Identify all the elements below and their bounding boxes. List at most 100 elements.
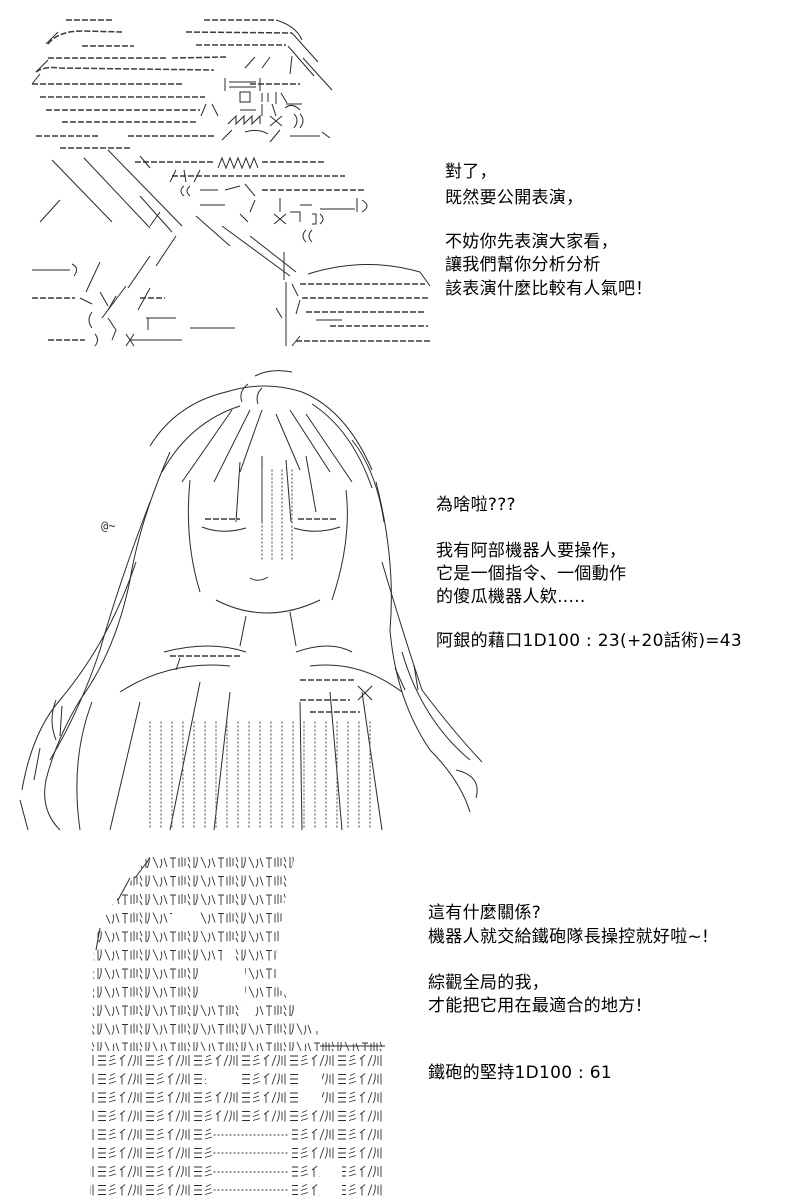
figure-1-line-work-stroke (299, 113, 304, 129)
figure-2-line-work-stroke (51, 699, 57, 741)
figure-1-line-work-stroke (244, 129, 269, 135)
figure-1-line-work-stroke (295, 299, 301, 315)
figure-2-line-work-stroke (49, 501, 151, 761)
dialogue-line: 它是一個指令、一個動作 (436, 564, 627, 584)
figure-3-line-work-stroke (134, 857, 151, 879)
figure-1-hair-bands-stroke (35, 66, 215, 73)
figure-2-line-work-stroke (163, 645, 247, 653)
figure-2-line-work-stroke (21, 561, 137, 791)
figure-2-line-work-stroke (239, 409, 263, 473)
figure-1-line-work-stroke (239, 213, 249, 223)
dice-roll-line: 鐵砲的堅持1D100 : 61 (428, 1063, 613, 1083)
figure-1-line-work-stroke (107, 317, 117, 341)
figure-1-line-work-stroke (169, 169, 177, 183)
dialogue-line: 該表演什麼比較有人氣吧！ (445, 279, 653, 299)
figure-2-line-work-stroke (289, 611, 297, 647)
figure-3-body-gap-center (212, 1126, 292, 1200)
figure-2-line-work-stroke (455, 769, 478, 799)
figure-1-line-work-stroke (244, 56, 256, 69)
figure-2-line-work-stroke (289, 409, 331, 473)
figure-1-line-work-stroke (275, 19, 303, 41)
figure-1-line-work-stroke (88, 311, 93, 329)
dialogue-line: 才能把它用在最適合的地方! (428, 996, 643, 1016)
figure-2-line-work-stroke (181, 409, 233, 483)
figure-1-line-work-stroke (94, 333, 98, 347)
figure-1-line-work-stroke (183, 169, 187, 183)
figure-2-line-work-stroke (329, 691, 343, 831)
figure-2-line-work-stroke (161, 405, 241, 473)
figure-1-line-work-stroke (186, 185, 191, 197)
figure-2-line-work-stroke (305, 455, 317, 513)
figure-1-line-work-stroke (419, 271, 431, 287)
figure-2-line-work-stroke (187, 479, 201, 593)
figure-2-line-work-stroke (351, 439, 385, 523)
dialogue-line: 機器人就交給鐵砲隊長操控就好啦~! (428, 927, 710, 947)
figure-2-line-work-stroke (169, 681, 201, 831)
figure-1-line-work-stroke (261, 56, 271, 69)
figure-2-bands (170, 518, 360, 713)
dialogue-line: 對了， (445, 162, 497, 182)
figure-3-cheek-gap (172, 912, 198, 925)
figure-1-line-work-stroke (125, 333, 135, 347)
figure-1-line-work-stroke (101, 285, 127, 319)
figure-1-line-work-stroke (221, 225, 291, 277)
dialogue-line: 為啥啦??? (436, 495, 516, 515)
figure-2-line-work-stroke (19, 799, 29, 831)
figure-1-line-work-stroke (211, 103, 219, 117)
figure-2-line-work (19, 370, 483, 831)
figure-1-line-work-stroke (107, 295, 117, 311)
figure-2-line-work-stroke (285, 459, 292, 523)
figure-2-line-work-stroke (381, 561, 483, 763)
figure-1-line-work-stroke (239, 91, 251, 103)
figure-1-line-work-stroke (31, 73, 41, 85)
figure-2-line-work-stroke (215, 599, 321, 614)
figure-1-line-work-stroke (45, 31, 59, 45)
figure-1-line-work-stroke (302, 57, 333, 91)
figure-1-line-work-stroke (137, 287, 151, 311)
figure-2-line-work-stroke (311, 403, 373, 489)
figure-1-line-work-stroke (83, 157, 151, 229)
figure-3-face-gap (200, 963, 245, 1003)
figure-2-line-work-stroke (293, 526, 341, 532)
figure-2-line-work-stroke (149, 385, 373, 471)
figure-2-line-work-stroke (59, 705, 63, 737)
figure-1-line-work-stroke (291, 32, 319, 63)
figure-2-line-work-stroke (401, 651, 471, 761)
figure-2-line-work-stroke (33, 747, 41, 781)
figure-1-line-work-stroke (180, 185, 185, 197)
figure-2-line-work-stroke (309, 664, 403, 693)
figure-3-mouth-gap (240, 1005, 254, 1019)
figure-1-line-work-stroke (273, 213, 287, 225)
figure-1-line-work-stroke (79, 297, 93, 305)
figure-3-upper-texture (92, 853, 384, 1051)
figure-1-line-work-stroke (271, 103, 277, 117)
figure-2-line-work-stroke (299, 701, 303, 831)
figure-1-ascii-art (31, 19, 432, 347)
figure-1-line-work-stroke (290, 211, 301, 222)
figure-3-line-work-stroke (117, 877, 131, 901)
figure-3-line-work (95, 857, 385, 1047)
figure-1-line-work-stroke (249, 199, 256, 213)
figure-3-body-gap-right (300, 1070, 322, 1106)
figure-1-line-work-stroke (289, 55, 293, 75)
dice-roll-line: 阿銀的藉口1D100 : 23(+20話術)=43 (436, 631, 743, 651)
figure-1-line-work-stroke (71, 263, 78, 277)
figure-2-line-work-stroke (295, 645, 353, 653)
figure-2-line-work-stroke (361, 691, 383, 831)
figure-1-line-work-stroke (227, 114, 261, 126)
figure-1-line-work-stroke (139, 195, 173, 233)
figure-1-line-work-stroke (99, 291, 109, 307)
figure-1-line-work-stroke (149, 211, 161, 227)
figure-1-hair-bands-stroke (185, 31, 293, 34)
figure-1-line-work-stroke (307, 263, 421, 275)
figure-3-body-gap-left (206, 1070, 238, 1087)
figure-2-line-work-stroke (357, 685, 373, 701)
figure-1-line-work-stroke (291, 283, 299, 297)
figure-2-line-work-stroke (375, 481, 471, 813)
figure-2-line-work-stroke (275, 413, 301, 471)
figure-2-line-work-stroke (119, 664, 231, 693)
figure-2-ascii-art (19, 370, 483, 831)
figure-2-line-work-stroke (249, 576, 269, 581)
sound-effect-text: @~ (101, 519, 116, 533)
